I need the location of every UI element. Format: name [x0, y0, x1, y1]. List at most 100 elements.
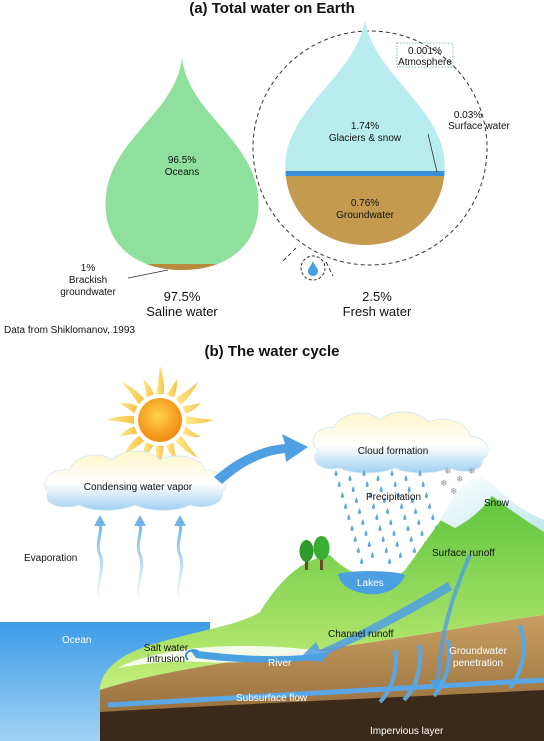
raindrop — [368, 492, 372, 498]
snowflake-icon: ❄ — [468, 467, 476, 477]
brackish-label-2: groundwater — [60, 287, 116, 298]
raindrop — [372, 503, 376, 509]
raindrop — [412, 547, 416, 553]
channel-runoff-arrow — [298, 582, 452, 662]
raindrop — [407, 486, 411, 492]
raindrop — [431, 514, 435, 520]
saline-total-percent: 97.5% — [164, 289, 201, 304]
fresh-total-label: Fresh water — [343, 304, 412, 319]
raindrop — [360, 558, 364, 564]
raindrop — [358, 508, 362, 514]
atmosphere-label: Atmosphere — [398, 57, 452, 68]
saline-total-label: Saline water — [146, 304, 218, 319]
raindrop — [362, 470, 366, 476]
raindrop — [414, 508, 418, 514]
lake — [338, 571, 405, 595]
data-source: Data from Shiklomanov, 1993 — [4, 325, 135, 336]
evaporation-arrows — [94, 515, 186, 601]
raindrop — [392, 530, 396, 536]
raindrop — [424, 492, 428, 498]
raindrop — [337, 481, 341, 487]
sun-ray — [186, 416, 214, 425]
evaporation-label: Evaporation — [24, 553, 77, 564]
gw-label-1: Groundwater — [449, 646, 507, 657]
raindrop — [417, 519, 421, 525]
raindrop — [388, 558, 392, 564]
surface-water-leader — [427, 133, 438, 173]
groundwater-channels — [378, 624, 526, 704]
raindrop — [379, 486, 383, 492]
raindrop — [389, 519, 393, 525]
condensing-cloud — [44, 450, 227, 511]
raindrop — [351, 486, 355, 492]
cloud-formation-label: Cloud formation — [358, 446, 429, 457]
raindrop — [400, 503, 404, 509]
raindrop — [382, 497, 386, 503]
channel-runoff-label: Channel runoff — [328, 629, 394, 640]
river-label: River — [268, 658, 292, 669]
snowflake-icon: ❄ — [440, 479, 448, 489]
raindrop — [348, 475, 352, 481]
sun-ray — [175, 381, 199, 405]
glaciers-percent: 1.74% — [351, 121, 379, 132]
raindrop — [367, 541, 371, 547]
sun-ray — [175, 435, 199, 459]
oceans-label: Oceans — [165, 167, 199, 178]
raindrop — [347, 514, 351, 520]
raindrop — [361, 519, 365, 525]
snowflake-icon: ❄ — [456, 475, 464, 485]
raindrop — [398, 552, 402, 558]
sun-ray — [182, 426, 201, 438]
cloud-formation — [312, 411, 489, 474]
raindrop — [406, 525, 410, 531]
raindrop — [350, 525, 354, 531]
river-channel — [190, 650, 330, 663]
salt-intrusion-arrow — [184, 649, 199, 661]
raindrop — [418, 470, 422, 476]
surface-runoff-label: Surface runoff — [432, 548, 495, 559]
precipitation-label: Precipitation — [366, 492, 421, 503]
gw-label-2: penetration — [453, 658, 503, 669]
raindrop — [364, 530, 368, 536]
tree-icon — [299, 536, 330, 570]
groundwater-percent: 0.76% — [351, 198, 379, 209]
fresh-total-percent: 2.5% — [362, 289, 392, 304]
raindrop — [334, 470, 338, 476]
raindrop — [344, 503, 348, 509]
raindrop — [376, 475, 380, 481]
brackish-leader-line — [127, 269, 169, 279]
atmosphere-box — [396, 42, 454, 68]
small-drop-icon — [308, 261, 318, 276]
raindrop — [370, 552, 374, 558]
condensing-label: Condensing water vapor — [84, 482, 193, 493]
raindrop — [410, 497, 414, 503]
impervious-layer — [100, 690, 544, 741]
raindrop — [340, 492, 344, 498]
raindrop — [421, 481, 425, 487]
raindrop — [386, 508, 390, 514]
brackish-label-1: Brackish — [69, 275, 107, 286]
sun-ray — [166, 379, 178, 398]
snowflake-icon: ❄ — [450, 487, 458, 497]
raindrop — [353, 536, 357, 542]
surface-water-percent: 0.03% — [454, 110, 482, 121]
raindrop — [428, 503, 432, 509]
raindrop — [409, 536, 413, 542]
impervious-label: Impervious layer — [370, 726, 444, 737]
sun-ray — [143, 379, 154, 398]
snow-label: Snow — [484, 498, 510, 509]
surface-water-label: Surface water — [448, 121, 510, 132]
raindrop — [384, 547, 388, 553]
subsurface-flow-line — [107, 677, 544, 708]
raindrop — [356, 547, 360, 553]
land-mass — [100, 481, 544, 690]
raindrop — [420, 530, 424, 536]
raindrop — [365, 481, 369, 487]
salt-label-1: Salt water — [144, 643, 189, 654]
brackish-percent: 1% — [81, 263, 96, 274]
glaciers-label: Glaciers & snow — [329, 133, 402, 144]
surface-runoff-arrow — [436, 554, 472, 683]
atmosphere-percent: 0.001% — [408, 46, 442, 57]
raindrop — [404, 475, 408, 481]
